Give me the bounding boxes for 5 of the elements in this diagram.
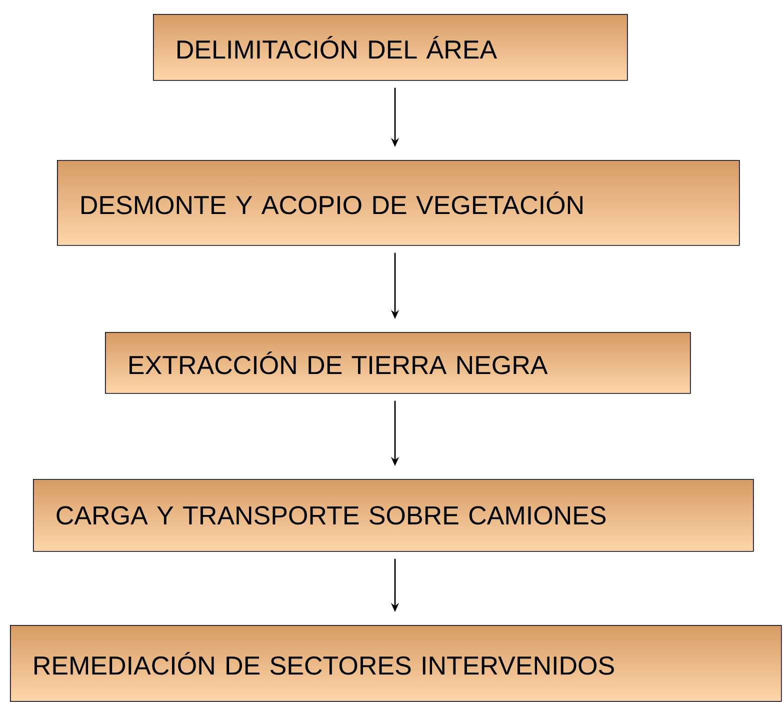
process-box: CARGA Y TRANSPORTE SOBRE CAMIONES [33, 479, 754, 552]
process-box: DESMONTE Y ACOPIO DE VEGETACIÓN [57, 160, 740, 246]
process-box: EXTRACCIÓN DE TIERRA NEGRA [105, 332, 691, 394]
process-box: DELIMITACIÓN DEL ÁREA [153, 14, 628, 81]
process-box: REMEDIACIÓN DE SECTORES INTERVENIDOS [10, 625, 782, 702]
